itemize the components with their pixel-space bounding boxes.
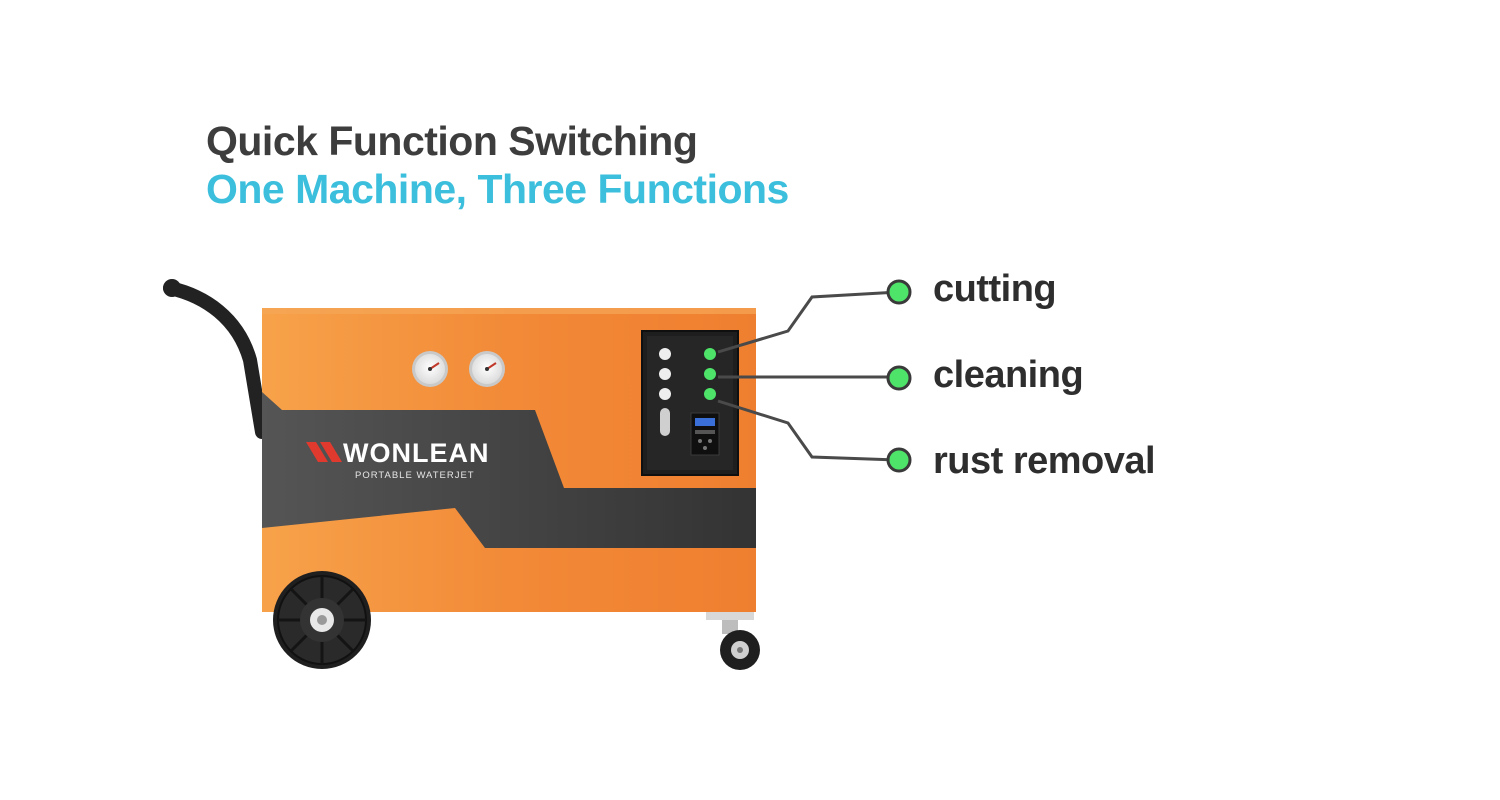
- brand-name: WONLEAN: [343, 438, 489, 468]
- function-label-rust-removal: rust removal: [933, 440, 1156, 482]
- sight-glass: [660, 408, 670, 436]
- green-dot-icon: [886, 279, 912, 305]
- dark-band: [262, 392, 756, 548]
- function-label-cutting: cutting: [933, 268, 1057, 310]
- headline: Quick Function Switching One Machine, Th…: [206, 118, 789, 213]
- green-dot-icon: [886, 447, 912, 473]
- green-dot-icon: [886, 365, 912, 391]
- indicator-light-rust-removal: [704, 388, 716, 400]
- selector-knob: [659, 388, 671, 400]
- function-label-cleaning: cleaning: [933, 354, 1084, 396]
- selector-knob: [659, 368, 671, 380]
- front-caster: [706, 612, 760, 670]
- leader-lines: [717, 290, 899, 462]
- headline-title: Quick Function Switching: [206, 118, 698, 164]
- headline-subtitle: One Machine, Three Functions: [206, 166, 789, 213]
- indicator-light-cutting: [704, 348, 716, 360]
- selector-knob: [659, 348, 671, 360]
- cart-handle: [163, 279, 269, 439]
- brand-logo: WONLEAN PORTABLE WATERJET: [306, 438, 489, 481]
- indicator-light-cleaning: [704, 368, 716, 380]
- rear-wheel: [273, 571, 371, 669]
- function-dots: [886, 279, 912, 473]
- pressure-gauge-left: [412, 351, 448, 387]
- pressure-gauge-right: [469, 351, 505, 387]
- brand-tagline: PORTABLE WATERJET: [355, 470, 475, 481]
